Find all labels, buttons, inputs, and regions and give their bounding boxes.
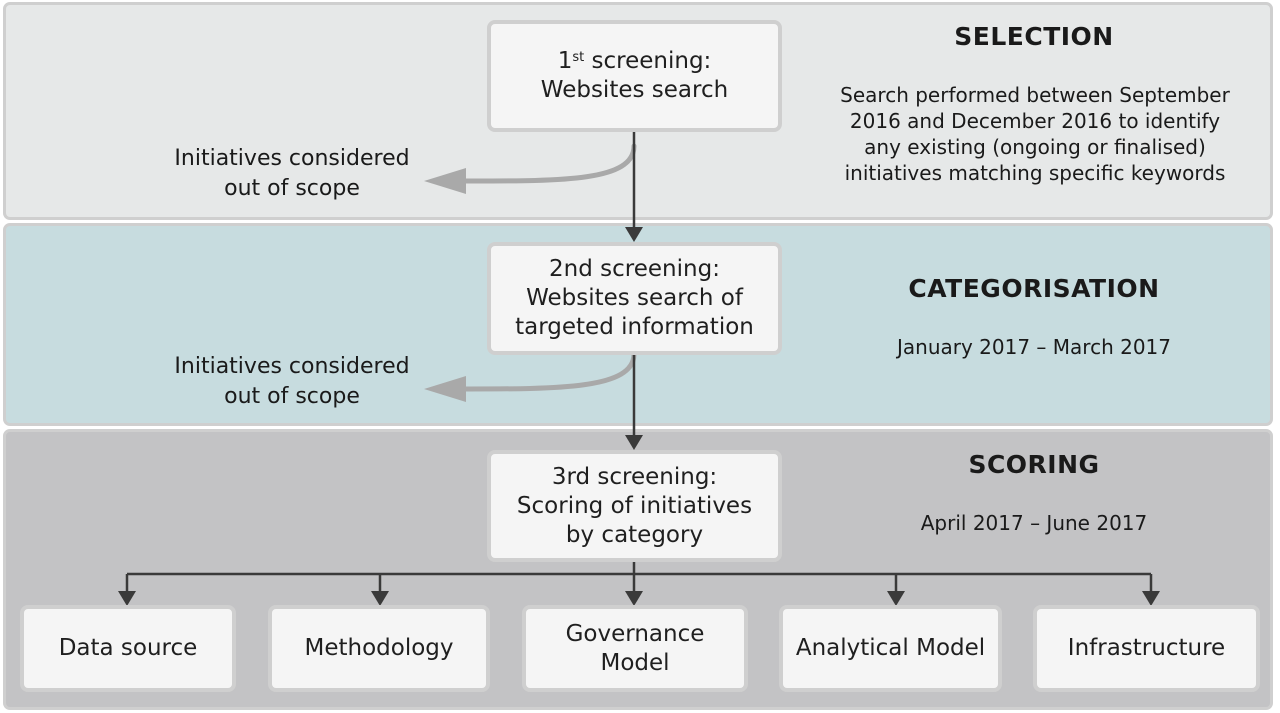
second-screening-line: Websites search of <box>526 285 743 311</box>
flow-arrow-1-to-2 <box>625 131 643 242</box>
selection-title: SELECTION <box>954 22 1114 51</box>
out-of-scope-line1: Initiatives considered <box>174 354 410 379</box>
first-screening-ordinal: 1 <box>557 48 573 74</box>
category-label: Methodology <box>304 635 454 661</box>
second-screening-line: 2nd screening: <box>549 256 720 282</box>
third-screening-line: by category <box>565 521 704 548</box>
first-screening-line2: Websites search <box>540 77 729 103</box>
out-of-scope-line2: out of scope <box>224 384 360 409</box>
category-label: Data source <box>58 635 198 661</box>
category-label: Model <box>600 649 670 676</box>
first-screening-box: 1st screening: Websites search <box>487 20 782 132</box>
third-screening-line: 3rd screening: <box>551 463 718 490</box>
category-box-governance-model: Governance Model <box>522 605 748 692</box>
categorisation-title: CATEGORISATION <box>908 274 1160 303</box>
second-screening-line: targeted information <box>515 314 754 340</box>
categorisation-date-range: January 2017 – March 2017 <box>896 335 1171 359</box>
scoring-date-range: April 2017 – June 2017 <box>920 511 1148 535</box>
category-label: Analytical Model <box>795 635 986 661</box>
category-label: Governance <box>565 620 705 647</box>
out-of-scope-arrow-2 <box>424 351 637 402</box>
third-screening-line: Scoring of initiatives <box>516 492 753 519</box>
first-screening-label: screening: <box>584 48 712 74</box>
second-screening-box: 2nd screening: Websites search of target… <box>487 242 782 355</box>
category-box-methodology: Methodology <box>268 605 490 692</box>
selection-description-line: any existing (ongoing or finalised) <box>864 135 1206 159</box>
selection-description-line: Search performed between September <box>840 83 1230 107</box>
out-of-scope-label-1: Initiatives considered out of scope <box>142 144 442 204</box>
scoring-title: SCORING <box>968 450 1100 479</box>
category-branch <box>118 561 1160 606</box>
category-label: Infrastructure <box>1067 635 1226 661</box>
category-box-analytical-model: Analytical Model <box>779 605 1002 692</box>
category-box-infrastructure: Infrastructure <box>1033 605 1260 692</box>
out-of-scope-line1: Initiatives considered <box>174 146 410 171</box>
first-screening-line1: 1st screening: <box>558 47 712 76</box>
out-of-scope-line2: out of scope <box>224 176 360 201</box>
flow-arrow-2-to-3 <box>625 354 643 450</box>
selection-description: Search performed between September 2016 … <box>806 82 1264 186</box>
first-screening-ordinal-suffix: st <box>572 50 585 65</box>
out-of-scope-arrow-1 <box>424 143 637 194</box>
third-screening-box: 3rd screening: Scoring of initiatives by… <box>487 450 782 562</box>
selection-description-line: initiatives matching specific keywords <box>844 161 1226 185</box>
category-box-data-source: Data source <box>20 605 236 692</box>
out-of-scope-label-2: Initiatives considered out of scope <box>142 352 442 412</box>
selection-description-line: 2016 and December 2016 to identify <box>849 109 1221 133</box>
